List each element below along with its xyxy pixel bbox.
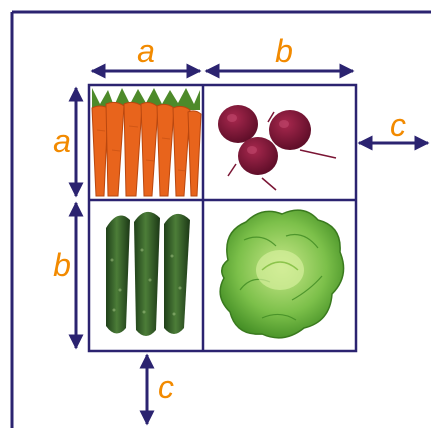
- outer-border: [10, 10, 431, 428]
- cucumbers-image: [89, 200, 203, 351]
- label-top-a: a: [137, 33, 155, 69]
- label-right-c: c: [390, 107, 406, 143]
- garden-grid: [87, 83, 358, 353]
- label-bottom-c: c: [158, 369, 174, 405]
- label-top-b: b: [275, 33, 293, 69]
- dimension-arrows: [68, 63, 430, 426]
- lettuce-image: [203, 200, 356, 351]
- beets-image: [203, 85, 356, 198]
- carrots-image: [89, 85, 203, 198]
- label-left-a: a: [53, 123, 71, 159]
- label-left-b: b: [53, 247, 71, 283]
